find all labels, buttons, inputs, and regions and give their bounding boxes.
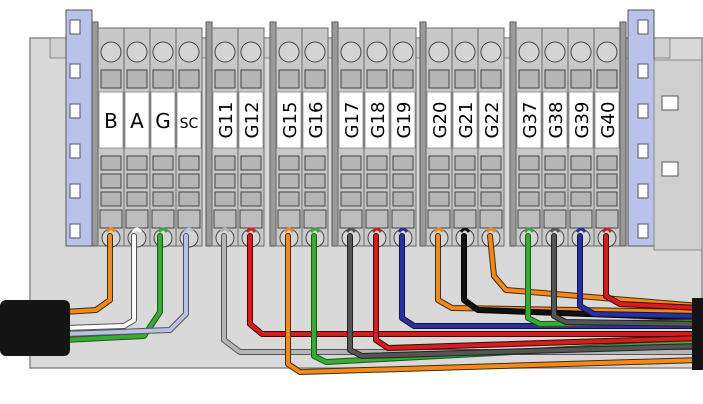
marker-tag xyxy=(426,91,452,149)
separator-plate xyxy=(205,21,213,247)
terminal-label: SC xyxy=(180,116,199,132)
terminal-g40: G40 xyxy=(593,27,621,248)
terminal-label: G21 xyxy=(456,102,477,139)
separator-plate xyxy=(269,21,277,247)
terminal-g22: G22 xyxy=(477,27,505,248)
terminal-g18: G18 xyxy=(363,27,391,248)
wire-orange-g15-core xyxy=(286,234,702,374)
terminal-g: G xyxy=(149,27,177,248)
cable-right xyxy=(692,298,703,370)
separator-plate xyxy=(619,21,627,247)
wire-lavender-sc-core xyxy=(62,234,188,336)
terminal-label: G16 xyxy=(306,102,327,139)
side-block-right xyxy=(653,59,703,251)
terminal-label: G37 xyxy=(520,102,541,139)
marker-tag xyxy=(238,91,264,149)
terminal-label: G12 xyxy=(242,102,263,139)
marker-tag xyxy=(594,91,620,149)
side-block-slot xyxy=(661,95,679,111)
terminal-g19: G19 xyxy=(389,27,417,248)
terminal-label: G20 xyxy=(430,102,451,139)
marker-tag xyxy=(124,91,150,149)
separator-plate xyxy=(91,21,99,247)
wire-orange-g20-core xyxy=(436,234,702,314)
wire-orange-b-core xyxy=(62,234,112,314)
terminal-g16: G16 xyxy=(301,27,329,248)
terminal-g12: G12 xyxy=(237,27,265,248)
terminal-label: G22 xyxy=(482,102,503,139)
marker-tag xyxy=(302,91,328,149)
separator-plate xyxy=(331,21,339,247)
marker-tag xyxy=(338,91,364,149)
terminal-b: B xyxy=(97,27,125,248)
end-clamp-right xyxy=(627,9,655,247)
terminal-label: G19 xyxy=(394,102,415,139)
wire-darkgrey-g38-core xyxy=(552,234,702,326)
terminal-g20: G20 xyxy=(425,27,453,248)
marker-tag xyxy=(568,91,594,149)
terminal-g17: G17 xyxy=(337,27,365,248)
marker-tag xyxy=(542,91,568,149)
wire-red-g18-core xyxy=(374,234,702,350)
marker-tag xyxy=(98,91,124,149)
end-clamp-left xyxy=(65,9,93,247)
separator-plate xyxy=(419,21,427,247)
terminal-g11: G11 xyxy=(211,27,239,248)
side-block-slot xyxy=(661,161,679,177)
terminal-a: A xyxy=(123,27,151,248)
wire-darkgrey-g17-core xyxy=(348,234,702,358)
terminal-label: G40 xyxy=(598,102,619,139)
wire-orange-g22-core xyxy=(488,234,702,308)
terminal-g39: G39 xyxy=(567,27,595,248)
marker-tag xyxy=(516,91,542,149)
terminal-label: A xyxy=(130,109,144,133)
marker-tag xyxy=(390,91,416,149)
marker-tag xyxy=(478,91,504,149)
wire-green-g-core xyxy=(62,234,162,342)
terminal-g15: G15 xyxy=(275,27,303,248)
terminal-label: G11 xyxy=(216,102,237,139)
terminal-label: B xyxy=(104,109,118,133)
marker-tag xyxy=(150,91,176,149)
terminal-label: G xyxy=(155,109,171,133)
terminal-g21: G21 xyxy=(451,27,479,248)
marker-tag xyxy=(364,91,390,149)
terminal-label: G15 xyxy=(280,102,301,139)
marker-tag xyxy=(212,91,238,149)
cable-left xyxy=(0,300,70,356)
wires xyxy=(61,233,703,375)
terminal-label: G18 xyxy=(368,102,389,139)
wire-blue-g39-core xyxy=(578,234,702,318)
marker-tag xyxy=(452,91,478,149)
marker-tag xyxy=(276,91,302,149)
terminal-g37: G37 xyxy=(515,27,543,248)
separator-plate xyxy=(509,21,517,247)
terminal-label: G38 xyxy=(546,102,567,139)
terminal-label: G39 xyxy=(572,102,593,139)
wire-white-a-core xyxy=(62,234,136,330)
wire-red-g12-core xyxy=(248,234,702,336)
wire-red-g40-core xyxy=(604,234,702,310)
terminal-g38: G38 xyxy=(541,27,569,248)
marker-tag xyxy=(176,91,202,149)
terminal-sc: SC xyxy=(175,27,203,248)
terminal-label: G17 xyxy=(342,102,363,139)
